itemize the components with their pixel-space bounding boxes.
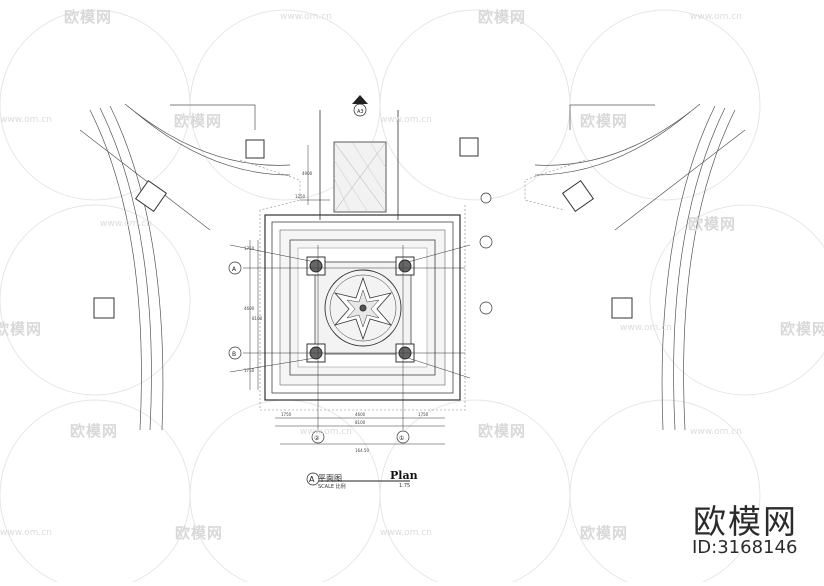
watermark-logo: 欧模网 (70, 422, 119, 440)
dim-bottom-left: 1750 (281, 412, 292, 417)
model-id: ID:3168146 (692, 537, 798, 558)
boundary-lines (239, 159, 586, 411)
watermark-url: www.om.cn (380, 528, 432, 538)
dimension-lines (249, 145, 445, 445)
dim-bottom-right: 1750 (418, 412, 429, 417)
section-marker-label: A3 (357, 109, 364, 115)
dim-top-1: 1250 (295, 194, 306, 199)
grid-bubbles (228, 192, 493, 444)
watermark-logo: 欧模网 (174, 112, 223, 130)
brand-logo-text: 欧模网 (693, 502, 798, 541)
watermark-logo: 欧模网 (580, 112, 629, 130)
watermark-logo: 欧模网 (580, 524, 629, 542)
watermark-url: www.om.cn (300, 427, 352, 437)
title-marker: A (309, 475, 315, 484)
watermark-url: www.om.cn (0, 115, 52, 125)
scale-ratio: 1:75 (399, 483, 411, 489)
planter-boxes (93, 137, 633, 319)
watermark-url: www.om.cn (690, 12, 742, 22)
watermark-url: www.om.cn (690, 427, 742, 437)
grid-label-2: ② (314, 435, 320, 442)
drawing-title-cn: 平面图 (318, 474, 342, 483)
watermark-url: www.om.cn (0, 528, 52, 538)
scale-label: SCALE 比例 (318, 484, 346, 490)
curved-walkways (79, 103, 746, 431)
grid-label-b: B (232, 351, 236, 358)
watermark-logo: 欧模网 (688, 215, 737, 233)
section-marker (352, 95, 368, 117)
watermark-logo: 欧模网 (780, 320, 824, 338)
dim-left-2: 4600 (244, 306, 255, 311)
grid-label-a: A (232, 266, 237, 273)
dim-left-4: 1750 (244, 368, 255, 373)
watermark-url: www.om.cn (380, 115, 432, 125)
watermark-logo: 欧模网 (175, 524, 224, 542)
dim-bottom-total: 8100 (355, 420, 366, 425)
watermark-url: www.om.cn (620, 323, 672, 333)
drawing-title-en: Plan (390, 469, 418, 482)
grid-label-1: ① (399, 435, 404, 442)
grid-lines (229, 244, 471, 430)
watermark-logo: 欧模网 (478, 422, 527, 440)
star-medallion (324, 269, 402, 347)
title-underline (306, 472, 410, 486)
watermark-url: www.om.cn (100, 219, 152, 229)
watermark-url: www.om.cn (280, 12, 332, 22)
dim-bottom-mid: 4600 (355, 412, 366, 417)
dim-left-3: 8100 (252, 316, 263, 321)
watermark-logo: 欧模网 (0, 320, 43, 338)
watermark-logo: 欧模网 (478, 8, 527, 26)
dim-left-1: 1750 (244, 246, 255, 251)
watermark-logo: 欧模网 (64, 8, 113, 26)
dim-top-2: 4900 (302, 171, 313, 176)
dim-extra: 164.50 (355, 448, 369, 453)
entrance-path (319, 110, 399, 220)
